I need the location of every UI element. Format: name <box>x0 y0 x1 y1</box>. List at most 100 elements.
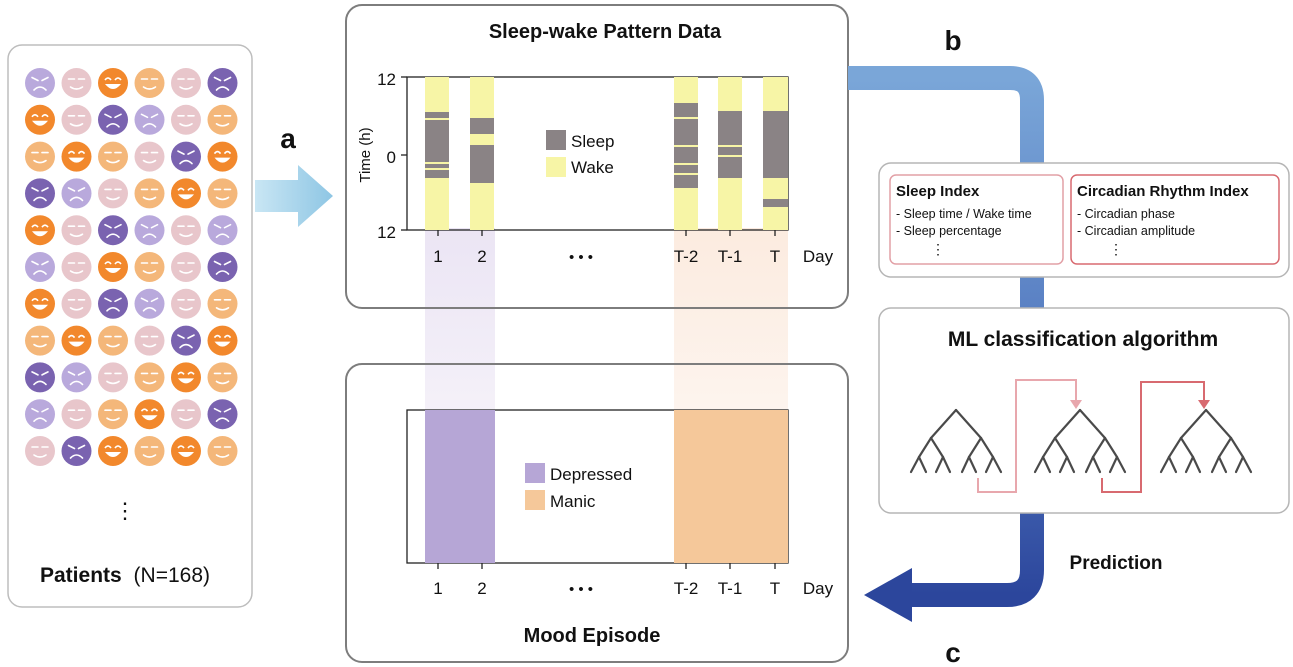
sad-face-icon <box>134 215 165 246</box>
sleep-day-T-1: T-1 <box>718 247 743 266</box>
neutral-face-icon <box>171 104 201 135</box>
circadian-index-item-1: - Circadian phase <box>1077 207 1175 221</box>
legend-label-manic: Manic <box>550 492 596 511</box>
neutral-face-icon <box>207 178 238 209</box>
prediction-arrowhead <box>864 568 912 622</box>
index-panel: Sleep Index - Sleep time / Wake time - S… <box>878 162 1290 278</box>
neutral-face-icon <box>207 362 238 393</box>
sleep-day-dots: • • • <box>569 249 593 266</box>
sad-face-icon <box>25 399 55 430</box>
patients-ellipsis: ⋮ <box>114 498 136 523</box>
neutral-face-icon <box>134 252 165 282</box>
ml-panel: ML classification algorithm <box>878 307 1290 514</box>
sleep-day-axis-label: Day <box>803 247 834 266</box>
sad-face-icon <box>25 252 55 282</box>
legend-swatch-depressed <box>525 463 545 483</box>
neutral-face-icon <box>61 399 92 430</box>
sad-face-icon <box>61 178 92 209</box>
neutral-face-icon <box>61 288 92 319</box>
sleep-day-2: 2 <box>477 247 486 266</box>
neutral-face-icon <box>171 252 201 282</box>
mood-bar-depressed <box>425 410 495 563</box>
circadian-index-box: Circadian Rhythm Index - Circadian phase… <box>1070 174 1280 265</box>
prediction-label: Prediction <box>1070 553 1163 574</box>
neutral-face-icon <box>98 325 128 356</box>
neutral-face-icon <box>207 288 238 319</box>
mood-day-axis-label: Day <box>803 579 834 598</box>
patients-title: Patients (N=168) <box>40 564 210 587</box>
neutral-face-icon <box>171 288 201 319</box>
mood-day-T: T <box>770 579 780 598</box>
sleep-bar-day-2 <box>470 77 494 230</box>
neutral-face-icon <box>25 325 55 356</box>
neutral-face-icon <box>171 215 201 246</box>
sad-face-icon <box>171 325 201 356</box>
happy-face-icon <box>134 399 165 430</box>
sad-face-icon <box>98 104 128 135</box>
sleep-panel-title: Sleep-wake Pattern Data <box>489 21 722 43</box>
sleep-index-title: Sleep Index <box>896 183 980 200</box>
sleep-legend: Sleep Wake <box>546 130 614 177</box>
legend-swatch-manic <box>525 490 545 510</box>
happy-face-icon <box>207 141 238 172</box>
decision-trees <box>909 408 1253 474</box>
neutral-face-icon <box>98 362 128 393</box>
sleep-bar-day-T-2 <box>674 77 698 230</box>
neutral-face-icon <box>134 362 165 393</box>
sad-face-icon <box>134 104 165 135</box>
sad-face-icon <box>98 215 128 246</box>
patient-face-grid <box>25 68 238 466</box>
happy-face-icon <box>207 325 238 356</box>
neutral-face-icon <box>98 178 128 209</box>
sad-face-icon <box>61 362 92 393</box>
mood-x-axis: 1 2 • • • T-2 T-1 T Day <box>433 563 834 598</box>
sad-face-icon <box>98 288 128 319</box>
tree-connector-2-arrowhead <box>1198 400 1210 409</box>
mood-episode-panel: Depressed Manic 1 2 • • • T-2 T-1 T Day … <box>345 363 849 663</box>
y-tick-top: 12 <box>377 70 396 89</box>
sleep-day-T: T <box>770 247 780 266</box>
neutral-face-icon <box>61 104 92 135</box>
neutral-face-icon <box>134 178 165 209</box>
tree-connector-2 <box>1101 381 1205 493</box>
ml-panel-title: ML classification algorithm <box>948 328 1218 351</box>
decision-tree-icon <box>909 408 1003 474</box>
sad-face-icon <box>207 68 238 98</box>
happy-face-icon <box>98 68 128 98</box>
mood-day-1: 1 <box>433 579 442 598</box>
sleep-wake-bars <box>425 77 788 230</box>
y-tick-mid: 0 <box>387 148 396 167</box>
sleep-index-box: Sleep Index - Sleep time / Wake time - S… <box>889 174 1064 265</box>
mood-bar-manic <box>674 410 788 563</box>
legend-label-depressed: Depressed <box>550 465 632 484</box>
neutral-face-icon <box>98 141 128 172</box>
mood-day-2: 2 <box>477 579 486 598</box>
neutral-face-icon <box>25 436 55 466</box>
mood-panel-title: Mood Episode <box>524 625 661 647</box>
patients-title-bold: Patients <box>40 564 122 587</box>
sleep-bar-day-1 <box>425 77 449 230</box>
neutral-face-icon <box>98 399 128 430</box>
neutral-face-icon <box>207 104 238 135</box>
neutral-face-icon <box>171 68 201 98</box>
sad-face-icon <box>207 252 238 282</box>
sad-face-icon <box>134 288 165 319</box>
sleep-x-axis: 1 2 • • • T-2 T-1 T Day <box>433 230 834 266</box>
legend-label-wake: Wake <box>571 158 614 177</box>
sad-face-icon <box>207 399 238 430</box>
circadian-index-title: Circadian Rhythm Index <box>1077 183 1249 200</box>
y-axis-label: Time (h) <box>357 127 374 182</box>
neutral-face-icon <box>134 325 165 356</box>
happy-face-icon <box>171 362 201 393</box>
happy-face-icon <box>98 252 128 282</box>
sad-face-icon <box>25 178 55 209</box>
neutral-face-icon <box>171 399 201 430</box>
circadian-index-item-2: - Circadian amplitude <box>1077 224 1195 238</box>
patients-panel: ⋮ Patients (N=168) <box>7 44 253 608</box>
y-tick-bottom: 12 <box>377 223 396 242</box>
neutral-face-icon <box>25 141 55 172</box>
tree-connector-1 <box>977 379 1077 493</box>
arrow-a: a <box>255 123 333 227</box>
sleep-bar-day-T-1 <box>718 77 742 230</box>
